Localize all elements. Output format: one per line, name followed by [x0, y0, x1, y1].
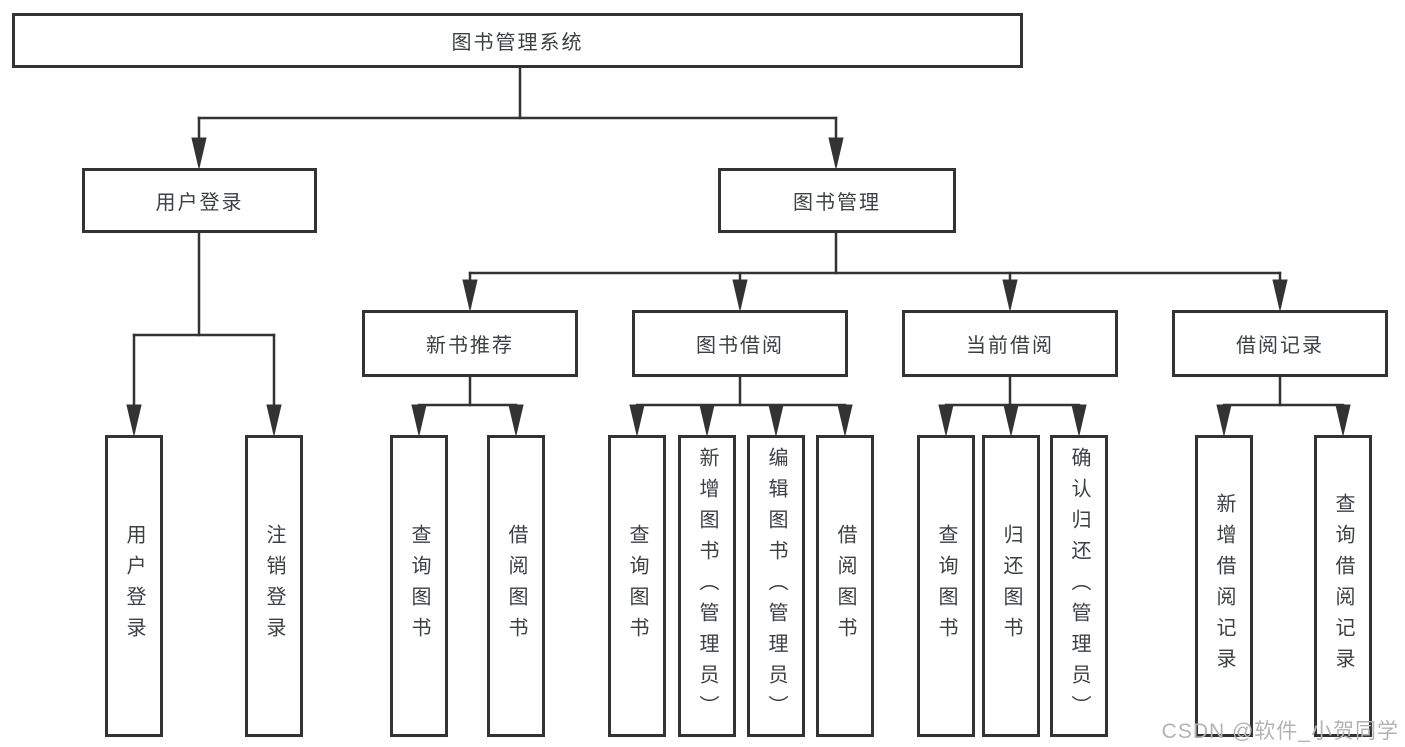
node-borrowing-records: 借阅记录 [1172, 310, 1388, 377]
node-library-management-system: 图书管理系统 [12, 13, 1023, 68]
node-new-book-recommendation: 新书推荐 [362, 310, 578, 377]
arrowhead [1272, 279, 1288, 311]
connector-current-borrowing-to-leaves [938, 375, 1087, 436]
node-user-login: 用户登录 [82, 168, 317, 233]
arrowhead [191, 137, 207, 169]
arrowhead [938, 404, 954, 436]
leaf-borrow-books: 借阅图书 [816, 435, 874, 737]
leaf-user-login: 用户登录 [105, 435, 163, 737]
leaf-query-books-recommend: 查询图书 [390, 435, 448, 737]
arrowhead [699, 404, 715, 436]
node-book-borrowing: 图书借阅 [632, 310, 848, 377]
connector-book-borrowing-to-leaves [629, 375, 853, 436]
node-book-management: 图书管理 [718, 168, 956, 233]
arrowhead [1216, 404, 1232, 436]
connector-book-management-to-sections [462, 231, 1288, 311]
leaf-add-book-admin: 新增图书（管理员） [678, 435, 736, 737]
connector-new-book-recommendation-to-leaves [411, 375, 524, 436]
leaf-edit-book-admin: 编辑图书（管理员） [747, 435, 805, 737]
arrowhead [629, 404, 645, 436]
leaf-add-borrow-record: 新增借阅记录 [1195, 435, 1253, 737]
arrowhead [126, 404, 142, 436]
arrowhead [1003, 404, 1019, 436]
arrowhead [508, 404, 524, 436]
watermark: CSDN @软件_小贺同学 [1161, 720, 1399, 743]
arrowhead [1335, 404, 1351, 436]
leaf-query-books-borrow: 查询图书 [608, 435, 666, 737]
leaf-borrow-books-recommend: 借阅图书 [487, 435, 545, 737]
connector-root-to-level2 [191, 66, 844, 169]
arrowhead [1002, 279, 1018, 311]
leaf-query-borrow-record: 查询借阅记录 [1314, 435, 1372, 737]
arrowhead [1071, 404, 1087, 436]
connector-borrowing-records-to-leaves [1216, 375, 1351, 436]
arrowhead [768, 404, 784, 436]
arrowhead [837, 404, 853, 436]
arrowhead [462, 279, 478, 311]
arrowhead [828, 137, 844, 169]
leaf-logout: 注销登录 [245, 435, 303, 737]
arrowhead [732, 279, 748, 311]
leaf-query-books-current: 查询图书 [917, 435, 975, 737]
arrowhead [411, 404, 427, 436]
arrowhead [266, 404, 282, 436]
leaf-confirm-return-admin: 确认归还（管理员） [1050, 435, 1108, 737]
leaf-return-books: 归还图书 [982, 435, 1040, 737]
node-current-borrowing: 当前借阅 [902, 310, 1118, 377]
connector-user-login-to-leaves [126, 231, 282, 436]
